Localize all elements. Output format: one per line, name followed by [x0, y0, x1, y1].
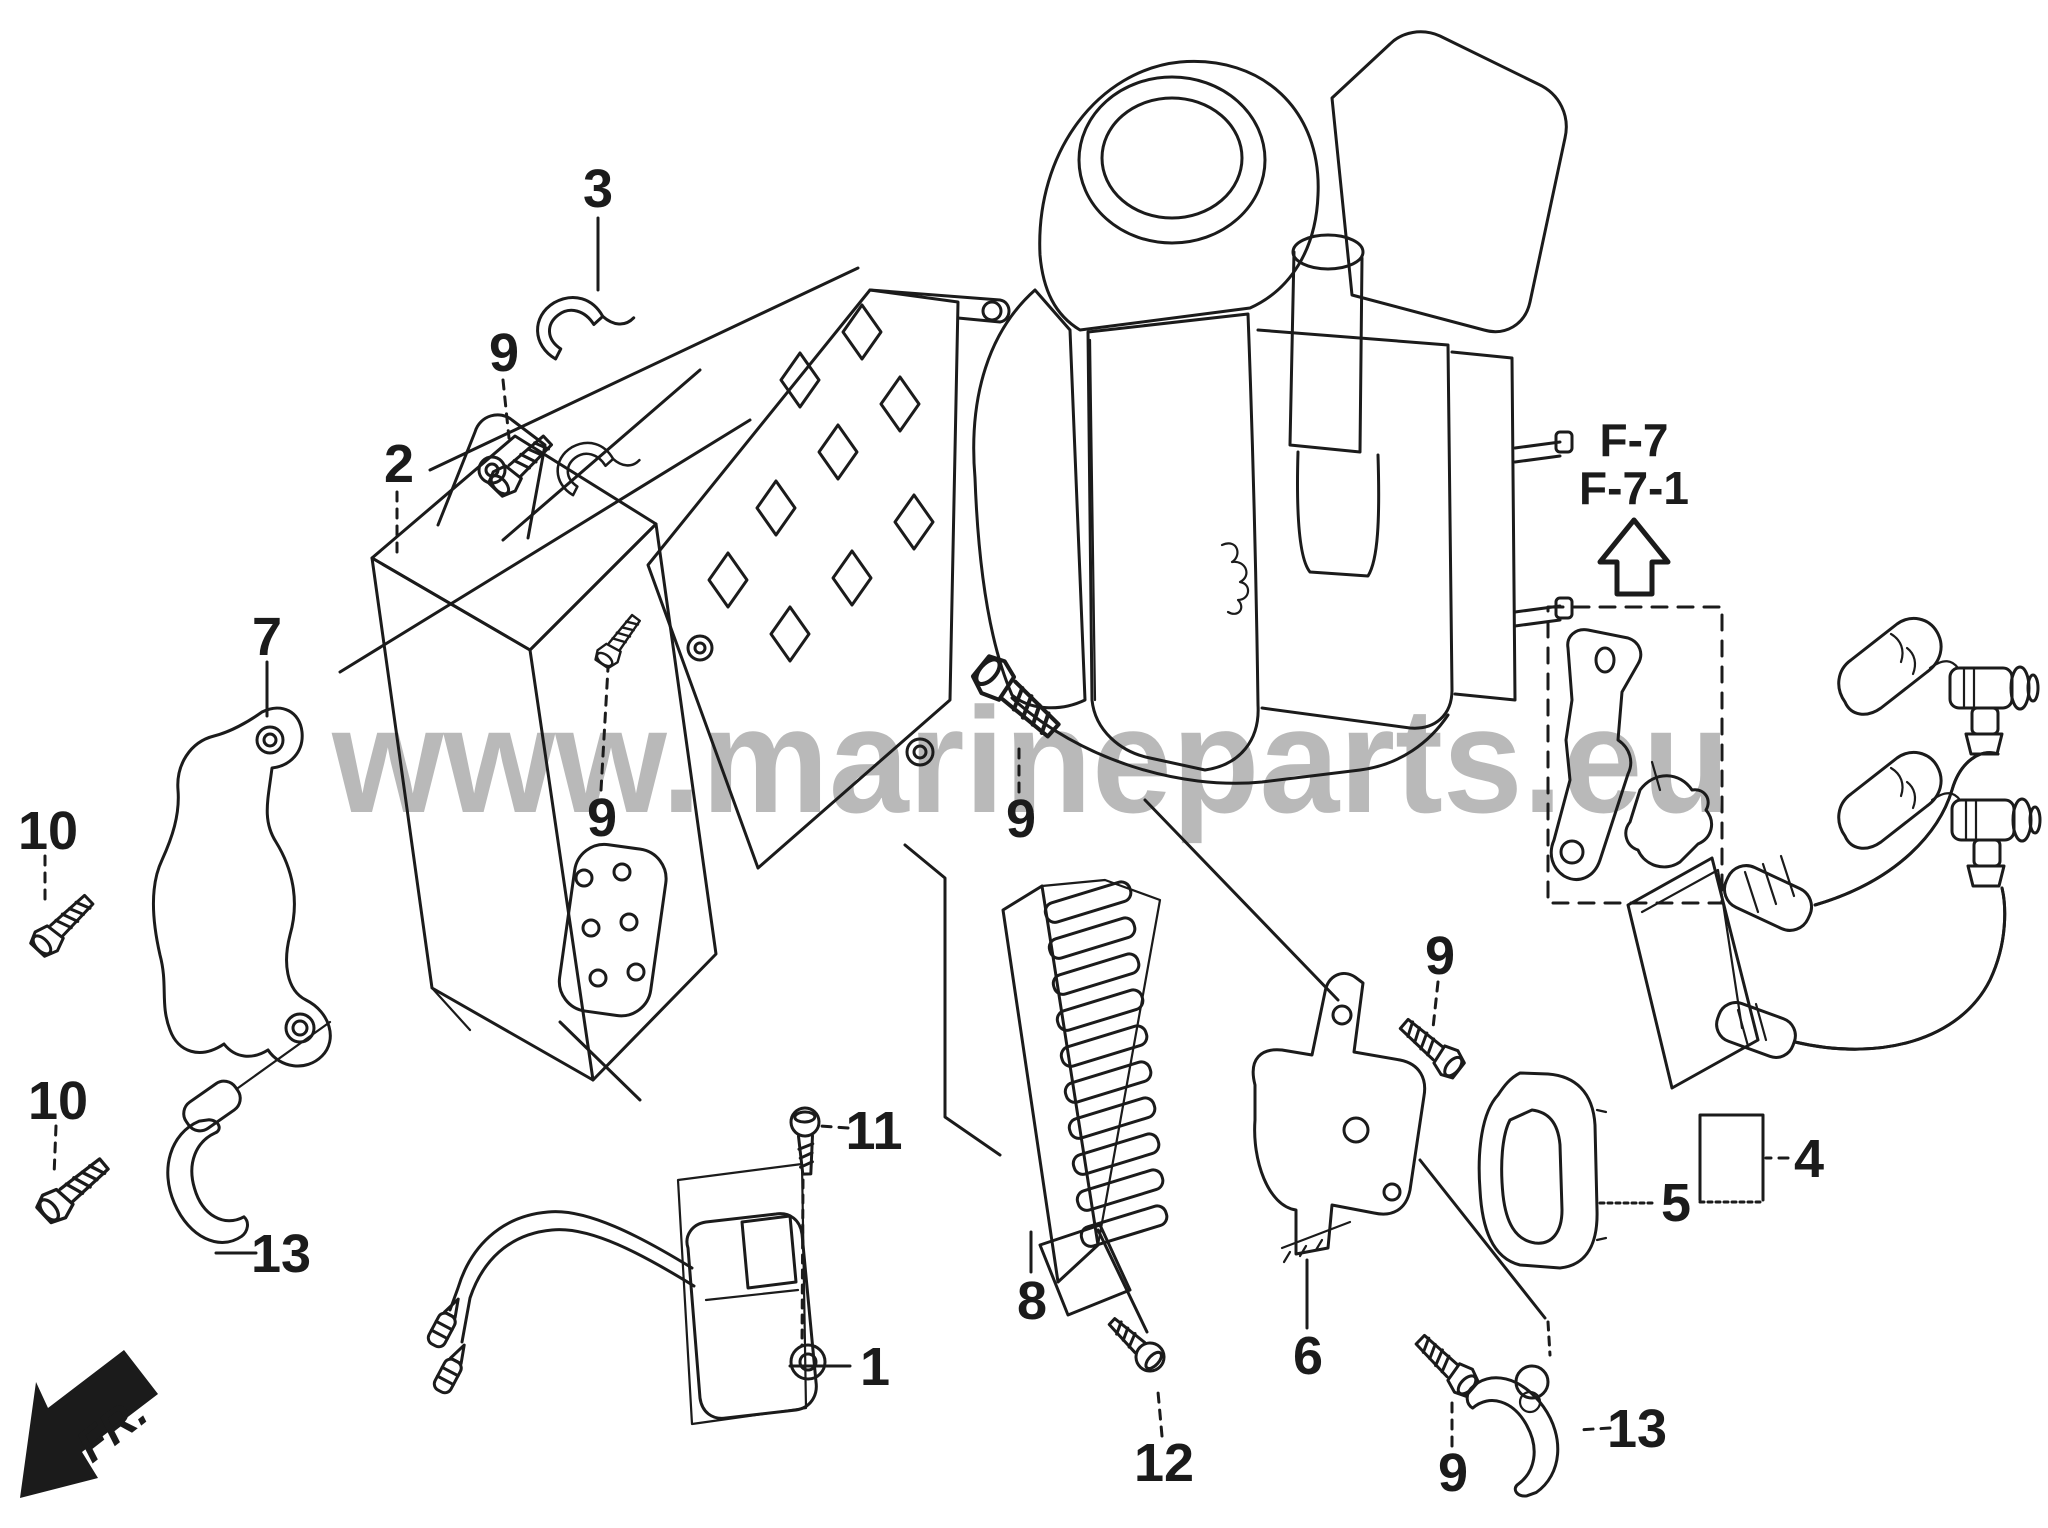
callout-6: 6 [1293, 1326, 1323, 1386]
callout-5: 5 [1661, 1173, 1691, 1233]
plug-terminal-2 [1950, 797, 2042, 888]
callout-4: 4 [1794, 1129, 1824, 1189]
bolt-9b [591, 610, 647, 673]
leader-line-11 [818, 1124, 850, 1130]
cover-plate-drawing [152, 706, 332, 1068]
callout-10b: 10 [28, 1071, 88, 1131]
coil-cover-drawing [1477, 1071, 1608, 1270]
callout-3: 3 [583, 159, 613, 219]
callout-bracket-4-5 [1698, 1113, 1765, 1202]
callout-2: 2 [384, 434, 414, 494]
callout-7: 7 [252, 607, 282, 667]
wire-clamp-right-drawing [1461, 1361, 1575, 1506]
callout-9e: 9 [1438, 1443, 1468, 1503]
bolt-10b [31, 1150, 117, 1230]
callout-11: 11 [845, 1101, 902, 1161]
up-arrow-icon [1597, 517, 1671, 597]
front-direction-marker: FR. [20, 1350, 158, 1498]
callout-13a: 13 [251, 1224, 311, 1284]
callout-9b: 9 [587, 788, 617, 848]
callout-9d: 9 [1425, 926, 1455, 986]
callout-8: 8 [1017, 1271, 1047, 1331]
leader-line-10b [52, 1124, 58, 1178]
screw-12 [1100, 1309, 1172, 1379]
rectifier-heatsink-drawing [1001, 878, 1169, 1317]
reference-callout: F-7 F-7-1 [1579, 414, 1689, 597]
engine-assembly-drawing [972, 30, 1574, 785]
mounting-plate-drawing [646, 288, 1011, 870]
bolt-9e [1409, 1327, 1484, 1402]
leader-line-9a [501, 378, 511, 440]
plug-terminal-1 [1948, 665, 2040, 756]
callout-9c: 9 [1006, 789, 1036, 849]
coil-bracket-drawing [1251, 972, 1427, 1264]
bolt-9d [1393, 1011, 1470, 1084]
wire-clamp-left-drawing [159, 1020, 332, 1251]
leader-line-9b [599, 666, 610, 792]
harness-clips-drawing [527, 278, 645, 499]
callout-13b: 13 [1607, 1399, 1667, 1459]
reference-label-f7: F-7 [1600, 414, 1669, 466]
callout-12: 12 [1134, 1433, 1194, 1493]
exciter-coil-drawing [424, 1162, 827, 1426]
reference-label-f7-1: F-7-1 [1579, 462, 1689, 514]
cdi-unit-drawing [370, 413, 718, 1082]
leader-line-9d [1431, 980, 1440, 1030]
leader-line-13b [1576, 1426, 1612, 1432]
construction-lines [338, 266, 1552, 1357]
callout-1: 1 [860, 1337, 890, 1397]
leader-line-12 [1156, 1390, 1164, 1438]
bolt-10a [25, 888, 101, 963]
fr-arrow-icon [20, 1350, 158, 1498]
reference-detail-box [1546, 605, 1724, 905]
ignition-coil-assembly-drawing [1626, 616, 2042, 1090]
callout-10a: 10 [18, 801, 78, 861]
callout-9a: 9 [489, 323, 519, 383]
